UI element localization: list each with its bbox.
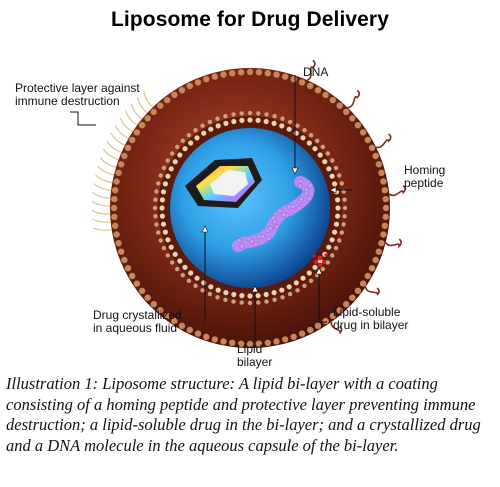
dna-molecule bbox=[232, 176, 315, 252]
label-protective-layer: Protective layer against immune destruct… bbox=[15, 81, 140, 108]
inner-head-beads bbox=[152, 110, 348, 306]
crystallized-drug bbox=[185, 158, 262, 208]
label-dna: DNA bbox=[303, 65, 329, 79]
figure-caption: Illustration 1: Liposome structure: A li… bbox=[6, 374, 481, 455]
diagram-title: Liposome for Drug Delivery bbox=[111, 8, 389, 31]
homing-peptide-strands bbox=[306, 59, 406, 334]
leader-lines bbox=[70, 75, 352, 340]
aqueous-core bbox=[170, 128, 330, 288]
protective-layer-strands bbox=[91, 90, 154, 231]
leader-arrowheads bbox=[201, 167, 337, 293]
label-drug-crystallized: Drug crystallized in aqueous fluid bbox=[93, 308, 182, 335]
label-homing-peptide: Homing peptide bbox=[404, 163, 446, 190]
liposome-diagram bbox=[70, 59, 406, 348]
outer-head-beads bbox=[110, 68, 390, 348]
lipid-soluble-drug bbox=[312, 253, 328, 268]
label-lipid-soluble-drug: Lipid-soluble drug in bilayer bbox=[333, 305, 409, 332]
label-lipid-bilayer: Lipid bilayer bbox=[237, 342, 273, 369]
